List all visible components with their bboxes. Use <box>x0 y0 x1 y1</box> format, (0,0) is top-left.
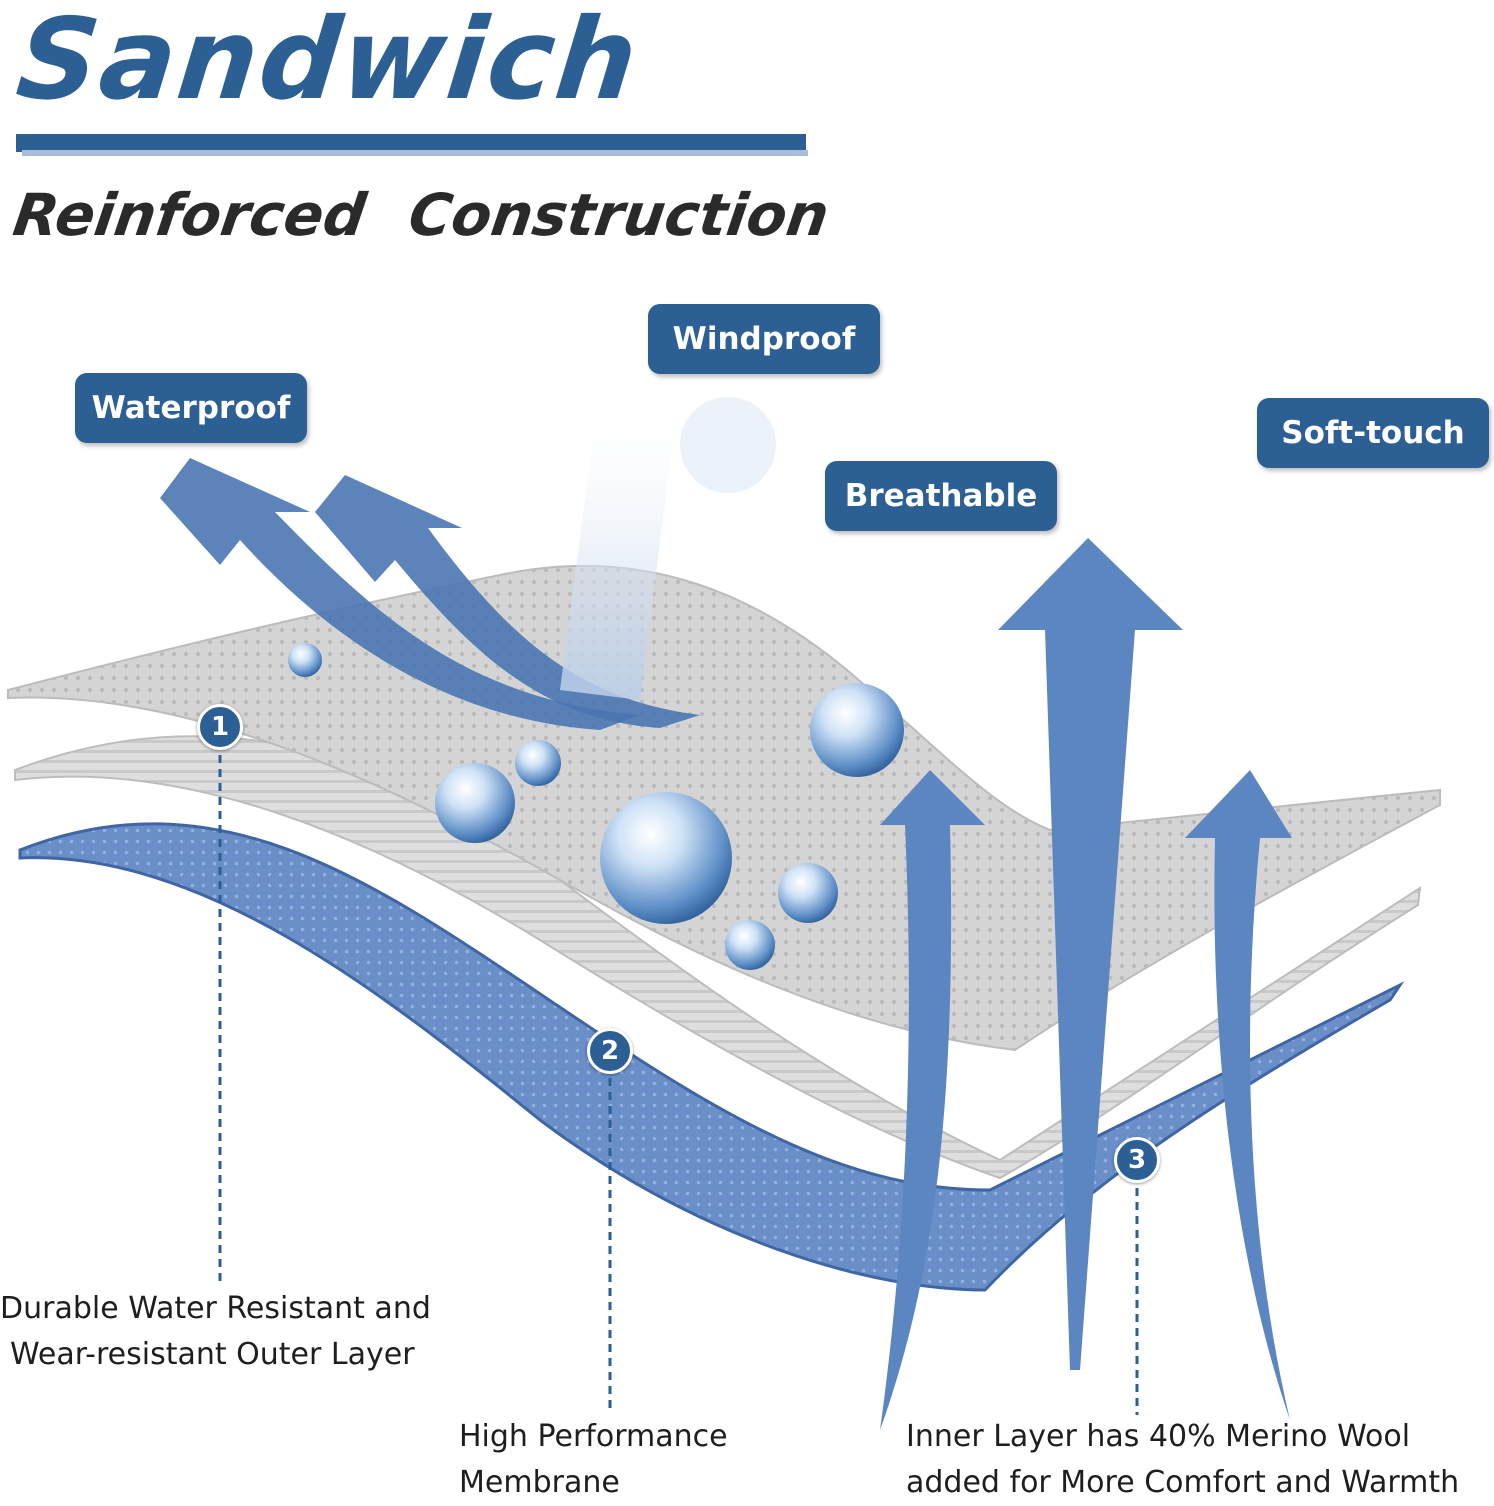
water-drop <box>435 763 515 843</box>
layer-1-caption-line-1: Durable Water Resistant and <box>0 1291 431 1326</box>
soft-touch-badge: Soft-touch <box>1257 398 1489 468</box>
title-underline <box>16 134 806 152</box>
breathable-arrow-center <box>998 538 1183 1370</box>
water-drop <box>725 920 775 970</box>
title-underline-shadow <box>22 150 808 156</box>
layer-3-caption-line-2: added for More Comfort and Warmth <box>906 1465 1460 1500</box>
water-drop <box>810 683 904 777</box>
windproof-badge: Windproof <box>648 304 880 374</box>
layer-number-1: 1 <box>197 704 243 750</box>
layer-number-2: 2 <box>587 1028 633 1074</box>
water-drop <box>778 863 838 923</box>
inner-layer <box>18 822 1405 1292</box>
waterproof-arrow-right <box>315 475 700 728</box>
layer-3-caption-line-1: Inner Layer has 40% Merino Wool <box>906 1419 1411 1454</box>
layer-2-caption: High Performance Membrane <box>459 1414 728 1506</box>
layer-2-caption-line-1: High Performance <box>459 1419 728 1454</box>
breathable-badge: Breathable <box>825 461 1057 531</box>
waterproof-arrow-left <box>160 458 640 730</box>
layer-2-caption-line-2: Membrane <box>459 1465 620 1500</box>
waterproof-badge: Waterproof <box>75 373 307 443</box>
water-drop <box>600 792 732 924</box>
water-drop <box>288 643 322 677</box>
layer-3-caption: Inner Layer has 40% Merino Wool added fo… <box>906 1414 1459 1506</box>
water-drop <box>515 740 561 786</box>
layer-1-caption: Durable Water Resistant and Wear-resista… <box>0 1286 431 1378</box>
layer-number-3: 3 <box>1114 1137 1160 1183</box>
breathable-arrow-left <box>880 770 985 1430</box>
wind-bubble <box>680 397 776 493</box>
layer-1-caption-line-2: Wear-resistant Outer Layer <box>10 1337 415 1372</box>
breathable-arrow-right <box>1185 770 1292 1420</box>
windproof-arrow <box>560 385 680 700</box>
